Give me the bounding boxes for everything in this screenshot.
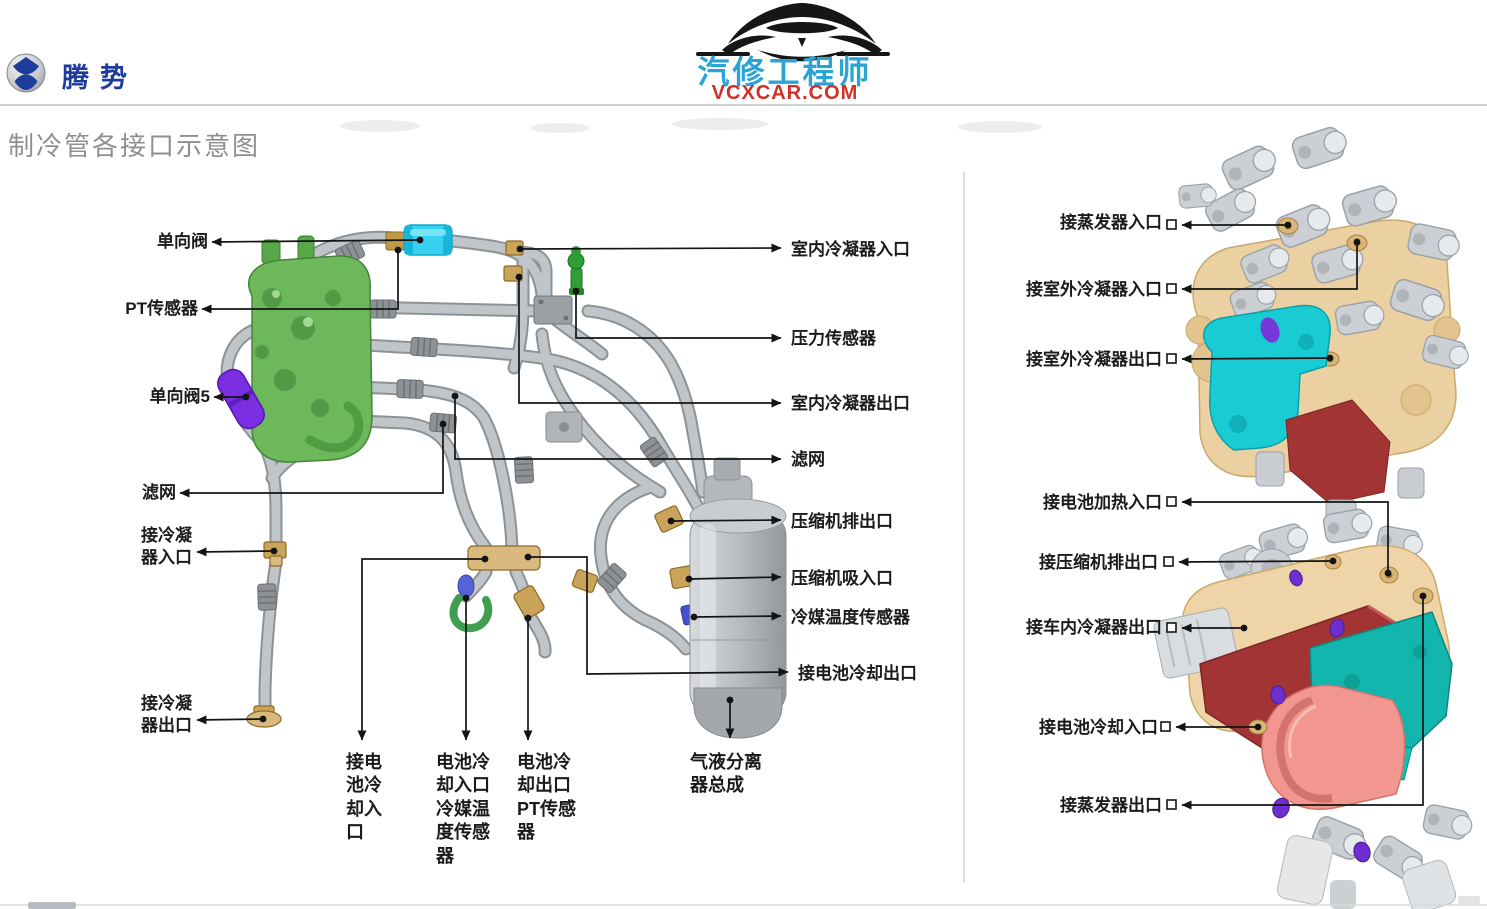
label-pressure-sensor: 压力传感器: [791, 329, 876, 348]
refrigerant-pipes-diagram: [217, 224, 787, 739]
label-one-way-valve: 单向阀: [157, 232, 208, 251]
label-filter-right: 滤网: [791, 450, 825, 469]
label-compressor-discharge: 压缩机排出口: [791, 512, 893, 531]
label-filter-left: 滤网: [142, 483, 176, 502]
lower-valve-block: [1153, 506, 1476, 909]
brand-name: 腾势: [62, 63, 138, 93]
purple-seal-upper: [1260, 317, 1280, 343]
label-indoor-condenser-inlet: 室内冷凝器入口: [791, 240, 910, 259]
car-silhouette-icon: [696, 3, 890, 62]
green-valve-assembly: [248, 235, 373, 463]
label-r-battery-cooling-inlet: 接电池冷却入口: [1039, 718, 1158, 737]
site-logo-title: 汽修工程师: [697, 54, 873, 90]
junction-block: [533, 295, 583, 443]
leader-lines: [179, 220, 1424, 810]
label-indoor-condenser-outlet: 室内冷凝器出口: [791, 394, 910, 413]
label-one-way-valve-5: 单向阀5: [149, 387, 210, 406]
site-logo-url: VCXCAR.COM: [711, 82, 859, 104]
label-pt-sensor: PT传感器: [125, 299, 198, 318]
label-outdoor-condenser-inlet: 接室外冷凝器入口: [1026, 280, 1162, 299]
label-evaporator-outlet: 接蒸发器出口: [1060, 796, 1162, 815]
upper-valve-block: [1177, 123, 1472, 525]
solenoid-valves-lower-bottom: [1277, 802, 1476, 909]
label-evaporator-inlet: 接蒸发器入口: [1060, 213, 1162, 232]
purple-seals-lower: [1270, 569, 1371, 863]
label-gas-liquid-separator: 气液分离 器总成: [690, 752, 762, 796]
label-battery-inlet-temp-sensor: 电池冷 却入口 冷媒温 度传感 器: [436, 752, 490, 866]
salmon-hose-part: [1261, 684, 1406, 810]
leader-squares: [1160, 219, 1177, 810]
cutoff-footer-text: [28, 902, 76, 909]
denza-sphere-icon: [6, 53, 46, 93]
red-part-upper: [1285, 399, 1391, 505]
label-refrigerant-temp-sensor: 冷媒温度传感器: [791, 608, 910, 627]
label-r-indoor-condenser-outlet: 接车内冷凝器出口: [1026, 618, 1162, 637]
label-battery-cooling-inlet: 接电 池冷 却入 口: [346, 752, 382, 843]
cutoff-footer-mark: [1458, 896, 1480, 904]
gas-liquid-separator: [689, 457, 787, 739]
watermark-smudges: [340, 118, 1042, 133]
page-title: 制冷管各接口示意图: [8, 131, 261, 161]
label-battery-cooling-outlet: 接电池冷却出口: [798, 664, 917, 683]
label-battery-outlet-pt-sensor: 电池冷 却出口 PT传感 器: [517, 752, 577, 843]
label-condenser-inlet: 接冷凝 器入口: [141, 526, 192, 567]
label-battery-heating-inlet: 接电池加热入口: [1043, 493, 1162, 512]
label-compressor-suction: 压缩机吸入口: [791, 569, 893, 588]
label-r-compressor-discharge: 接压缩机排出口: [1039, 553, 1158, 572]
leader-dots: [242, 221, 1427, 731]
label-condenser-outlet: 接冷凝 器出口: [141, 694, 192, 735]
label-outdoor-condenser-outlet: 接室外冷凝器出口: [1026, 350, 1162, 369]
